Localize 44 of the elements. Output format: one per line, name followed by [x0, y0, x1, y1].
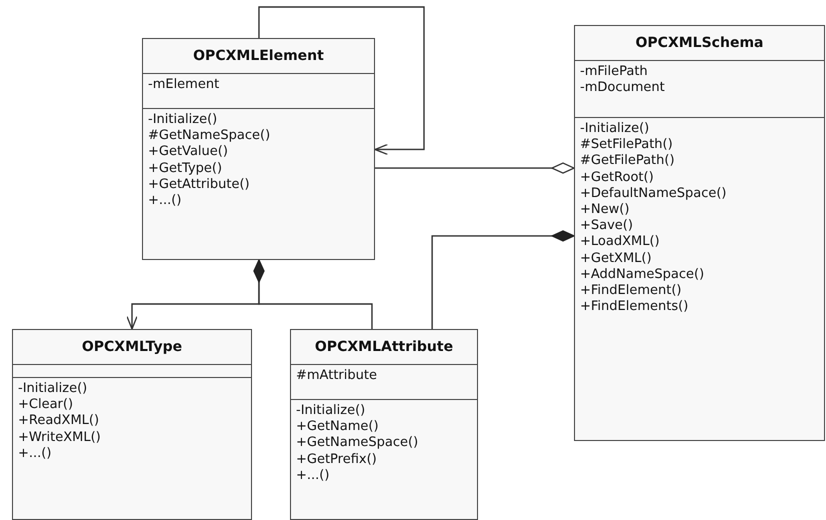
association-line: [253, 259, 373, 329]
operation-text: +GetName(): [296, 419, 379, 436]
association-line: [431, 230, 575, 329]
operation-text: +ReadXML(): [18, 413, 100, 430]
arrow: [258, 6, 425, 156]
operation-text: -Initialize(): [580, 121, 650, 138]
operation-text: +WriteXML(): [18, 430, 101, 446]
operation-text: +GetNameSpace(): [296, 435, 418, 452]
operation-text: #GetFilePath(): [580, 153, 675, 170]
class-name: OPCXMLSchema: [636, 35, 764, 51]
operation-text: +...(): [148, 193, 182, 210]
operation-text: #GetNameSpace(): [148, 128, 270, 144]
operation-text: +LoadXML(): [580, 234, 660, 251]
operation-text: +FindElements(): [580, 299, 688, 316]
class-box: [12, 329, 252, 520]
class-name: OPCXMLElement: [193, 48, 324, 64]
class-box: [290, 329, 478, 520]
attribute-text: -mDocument: [580, 80, 665, 96]
operation-text: +Save(): [580, 218, 633, 234]
operation-text: -Initialize(): [148, 112, 218, 128]
operation-text: +FindElement(): [580, 283, 682, 300]
attribute-text: #mAttribute: [296, 368, 377, 384]
operation-text: +GetRoot(): [580, 170, 654, 186]
operation-text: -Initialize(): [296, 403, 366, 420]
operation-text: -Initialize(): [18, 381, 88, 398]
operation-text: +...(): [296, 468, 330, 484]
attribute-text: -mElement: [148, 77, 220, 94]
class-name: OPCXMLType: [82, 339, 182, 355]
class-name: OPCXMLAttribute: [314, 339, 454, 355]
class-box: [142, 38, 375, 260]
operation-text: +AddNameSpace(): [580, 266, 704, 284]
operation-text: +GetType(): [148, 160, 222, 177]
operation-text: +Clear(): [18, 397, 74, 414]
association-line: [375, 162, 575, 174]
operation-text: +DefaultNameSpace(): [580, 186, 727, 202]
operation-text: +GetXML(): [580, 250, 652, 267]
operation-text: +GetPrefix(): [296, 452, 377, 468]
attribute-text: -mFilePath: [580, 64, 648, 80]
operation-text: +GetAttribute(): [148, 176, 250, 194]
class-box: [574, 25, 825, 441]
operation-text: #SetFilePath(): [580, 137, 673, 154]
operation-text: +New(): [580, 202, 630, 218]
operation-text: +GetValue(): [148, 144, 228, 161]
operation-text: +...(): [18, 446, 52, 462]
